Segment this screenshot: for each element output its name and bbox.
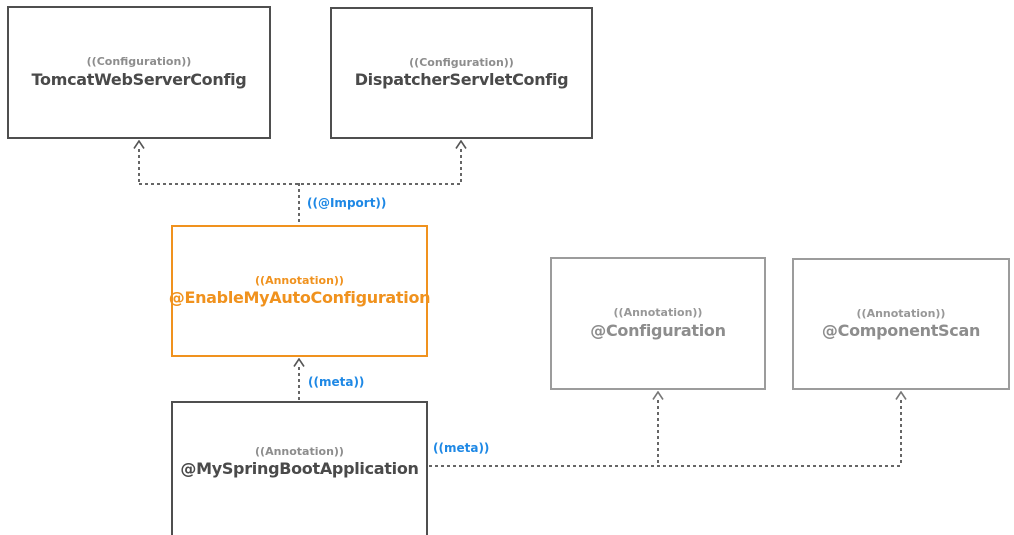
node-name: @MySpringBootApplication	[180, 459, 419, 479]
arrow-up-icon	[652, 391, 664, 400]
connector-import-to-dispatcher	[460, 149, 462, 183]
node-stereotype: ((Configuration))	[86, 55, 192, 69]
node-stereotype: ((Annotation))	[856, 306, 946, 320]
node-stereotype: ((Annotation))	[613, 306, 703, 320]
arrow-up-icon	[133, 140, 145, 149]
node-name: @Configuration	[590, 320, 726, 340]
connector-import-horizontal	[139, 183, 462, 185]
node-stereotype: ((Configuration))	[409, 55, 514, 69]
node-stereotype: ((Annotation))	[255, 445, 344, 458]
arrow-up-icon	[895, 391, 907, 400]
connector-import-to-tomcat	[138, 149, 140, 183]
node-enable-my-auto-configuration: ((Annotation)) @EnableMyAutoConfiguratio…	[168, 225, 431, 357]
connector-meta-to-component-scan	[900, 400, 902, 465]
edge-label-meta-horizontal: ((meta))	[433, 441, 490, 455]
node-configuration-annotation: ((Annotation)) @Configuration	[550, 257, 766, 390]
arrow-up-icon	[455, 140, 467, 149]
node-name: TomcatWebServerConfig	[31, 69, 247, 89]
node-component-scan-annotation: ((Annotation)) @ComponentScan	[792, 258, 1010, 390]
node-my-spring-boot-application: ((Annotation)) @MySpringBootApplication	[171, 401, 428, 535]
node-name: DispatcherServletConfig	[354, 70, 569, 90]
node-tomcat-web-server-config: ((Configuration)) TomcatWebServerConfig	[7, 6, 271, 139]
arrow-up-icon	[293, 358, 305, 367]
connector-import-stem	[298, 183, 300, 225]
edge-label-meta-vertical: ((meta))	[308, 375, 365, 389]
edge-label-import: ((@Import))	[307, 196, 387, 210]
connector-meta-horizontal	[429, 465, 902, 467]
node-stereotype: ((Annotation))	[255, 273, 344, 287]
node-name: @EnableMyAutoConfiguration	[168, 288, 431, 308]
node-name: @ComponentScan	[821, 321, 981, 341]
connector-meta-vertical	[298, 367, 300, 401]
node-dispatcher-servlet-config: ((Configuration)) DispatcherServletConfi…	[330, 7, 593, 139]
connector-meta-to-configuration	[657, 400, 659, 465]
